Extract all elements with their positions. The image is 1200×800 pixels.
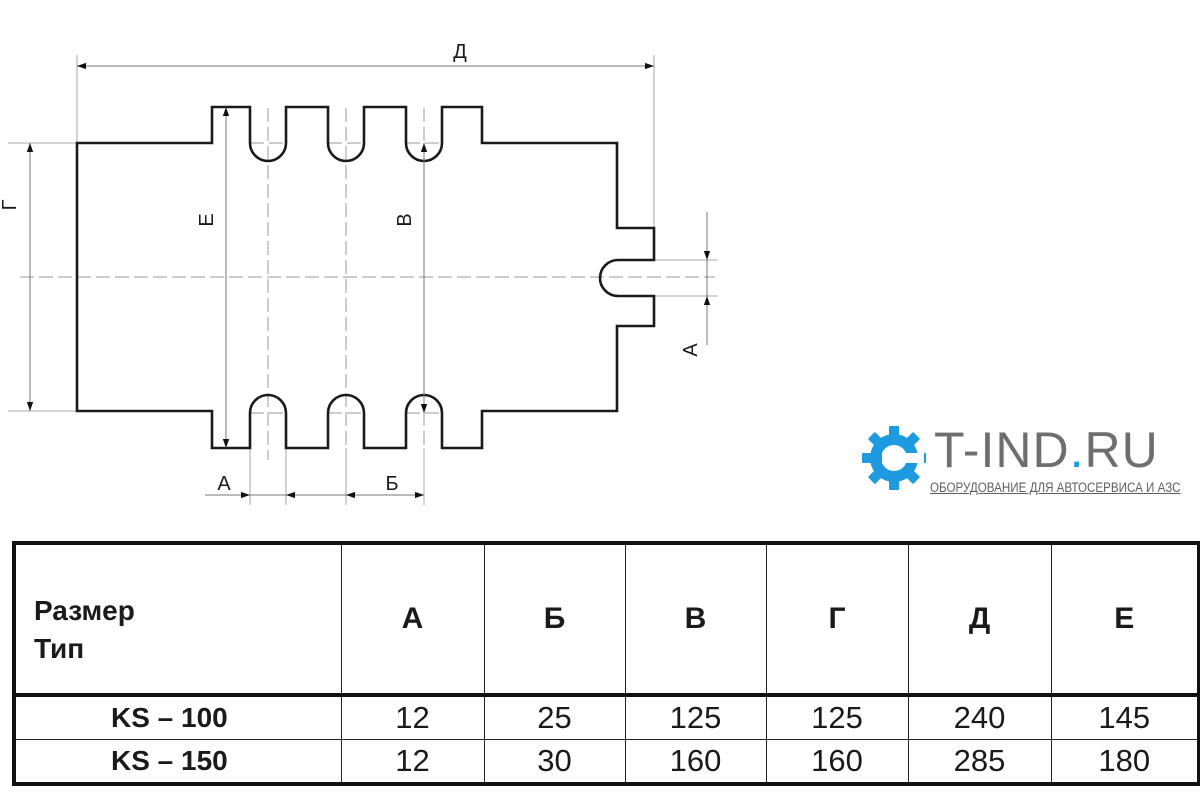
watermark-brand-main: -IND	[962, 422, 1070, 478]
watermark-brand: T-IND.RU	[934, 422, 1159, 478]
dim-label-G: Г	[0, 199, 21, 210]
technical-drawing: Д Г Е В А А Б	[0, 41, 718, 505]
dim-label-A-bottom: А	[217, 473, 231, 495]
dim-label-E: Е	[196, 213, 218, 226]
header-col-A: А	[340, 542, 485, 697]
header-size-label: Размер	[34, 595, 135, 626]
cell-B: 30	[483, 739, 626, 785]
table-header-row: Размер Тип А Б В Г Д Е	[13, 542, 1200, 697]
cell-D: 285	[907, 739, 1052, 785]
dimension-lines	[26, 62, 711, 499]
header-col-G: Г	[765, 542, 909, 697]
row-type: KS – 100	[13, 694, 342, 740]
table-row: KS – 150 12 30 160 160 285 180	[13, 739, 1200, 785]
cell-G: 125	[765, 694, 909, 740]
header-size-type: Размер Тип	[13, 542, 342, 697]
row-type: KS – 150	[13, 739, 342, 785]
watermark-brand-suffix: RU	[1084, 422, 1159, 478]
header-col-D: Д	[907, 542, 1052, 697]
watermark-tagline: ОБОРУДОВАНИЕ ДЛЯ АВТОСЕРВИСА И АЗС	[930, 480, 1181, 495]
cell-A: 12	[340, 739, 485, 785]
dim-label-B-bottom: Б	[385, 473, 398, 495]
cell-E: 145	[1050, 694, 1200, 740]
gear-wrench-icon	[862, 426, 926, 490]
watermark-brand-dot: .	[1069, 422, 1085, 478]
dim-label-D: Д	[453, 41, 467, 63]
header-col-E: Е	[1050, 542, 1200, 697]
dim-label-V: В	[394, 213, 416, 226]
header-type-label: Тип	[34, 633, 85, 664]
part-outline	[75, 105, 656, 450]
dim-label-A-right: А	[680, 343, 702, 357]
table-row: KS – 100 12 25 125 125 240 145	[13, 694, 1200, 740]
cell-G: 160	[765, 739, 909, 785]
cell-V: 160	[624, 739, 767, 785]
cell-B: 25	[483, 694, 626, 740]
centerlines	[20, 108, 715, 460]
header-col-B: Б	[483, 542, 626, 697]
cell-E: 180	[1050, 739, 1200, 785]
watermark-logo: T-IND.RU ОБОРУДОВАНИЕ ДЛЯ АВТОСЕРВИСА И …	[860, 420, 1181, 500]
header-col-V: В	[624, 542, 767, 697]
cell-A: 12	[340, 694, 485, 740]
cell-D: 240	[907, 694, 1052, 740]
cell-V: 125	[624, 694, 767, 740]
watermark-brand-prefix: T	[934, 422, 963, 478]
dimensions-table: Размер Тип А Б В Г Д Е KS – 100 12 25 12…	[12, 541, 1200, 786]
